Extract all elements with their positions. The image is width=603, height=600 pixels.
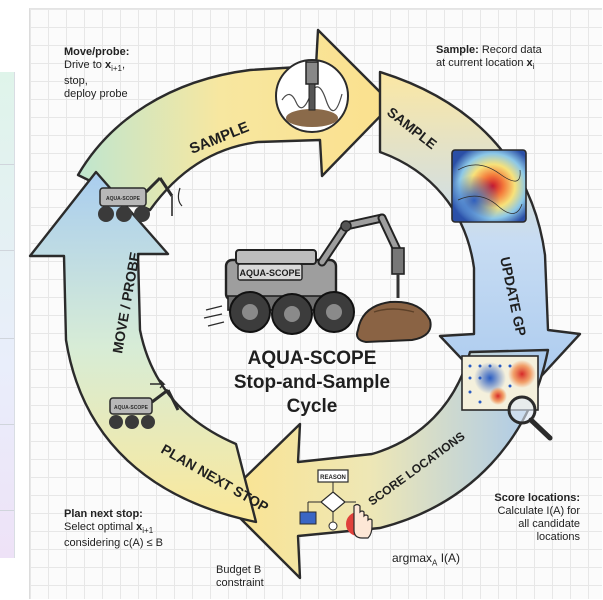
annotation-sample-line1: Record data [478,44,542,56]
annotation-move-probe-line2: stop, [64,75,88,88]
rover-central-illustration: AQUA-SCOPE [203,213,432,344]
flowchart-icon: REASON [299,469,356,531]
annotation-plan-line2: considering c(A) ≤ B [64,537,163,550]
annotation-plan-heading: Plan next stop: [64,508,143,520]
arrow-update-gp [378,70,582,412]
annotation-plan-var: x [136,521,143,533]
annotation-argmax-sub: A [432,558,438,568]
svg-text:AQUA-SCOPE: AQUA-SCOPE [114,405,149,411]
heatmap-icon [451,149,527,223]
title-line-1: AQUA-SCOPE [248,348,377,369]
title-line-2: Stop-and-Sample [234,372,390,393]
magnifier-icon [507,395,553,441]
annotation-argmax: argmaxA I(A) [392,552,460,569]
annotation-argmax-suffix: I(A) [437,551,461,565]
annotation-score-line3: locations [536,531,580,543]
annotation-budget-line1: Budget B [216,564,262,576]
probe-sample-icon [275,59,349,133]
annotation-score-line2: all candidate [518,518,580,530]
annotation-sample-line2-prefix: at current location [436,57,527,69]
annotation-sample-sub: i [532,62,535,72]
annotation-plan-sub: i+1 [142,526,154,536]
svg-text:AQUA-SCOPE: AQUA-SCOPE [106,196,141,202]
annotation-sample-heading: Sample: [436,44,479,56]
annotation-plan-line1-prefix: Select optimal [64,521,137,533]
annotation-budget-line2: constraint [216,577,264,589]
annotation-plan: Plan next stop: Select optimal xi+1 cons… [64,508,163,550]
rover-small-icon-top: AQUA-SCOPE [98,176,183,222]
annotation-score: Score locations: Calculate I(A) for all … [460,492,580,544]
title-line-3: Cycle [287,396,338,417]
center-title: AQUA-SCOPE Stop-and-Sample Cycle [234,348,390,417]
annotation-move-probe: Move/probe: Drive to xi+1, stop, deploy … [64,46,129,101]
annotation-sample-var: x [526,57,533,69]
annotation-sample: Sample: Record data at current location … [436,44,542,73]
hand-cursor-icon [346,503,373,539]
annotation-score-line1: Calculate I(A) for [497,505,580,517]
annotation-move-probe-heading: Move/probe: [64,46,130,58]
annotation-argmax-prefix: argmax [392,551,433,565]
rover-small-icon-bottom: AQUA-SCOPE [109,379,180,429]
annotation-move-probe-line1-prefix: Drive to [64,59,105,71]
annotation-move-probe-sub: i+1 [111,64,122,74]
side-panel-edge [0,72,15,558]
annotation-score-heading: Score locations: [494,492,580,504]
annotation-budget: Budget B constraint [216,564,264,590]
annotation-move-probe-line1-suffix: , [122,59,126,71]
flowchart-box-label: REASON [320,475,346,481]
annotation-move-probe-line3: deploy probe [64,88,128,101]
annotation-move-probe-var: x [104,59,112,71]
arrow-move-probe [28,170,258,524]
rover-label: AQUA-SCOPE [239,268,300,278]
